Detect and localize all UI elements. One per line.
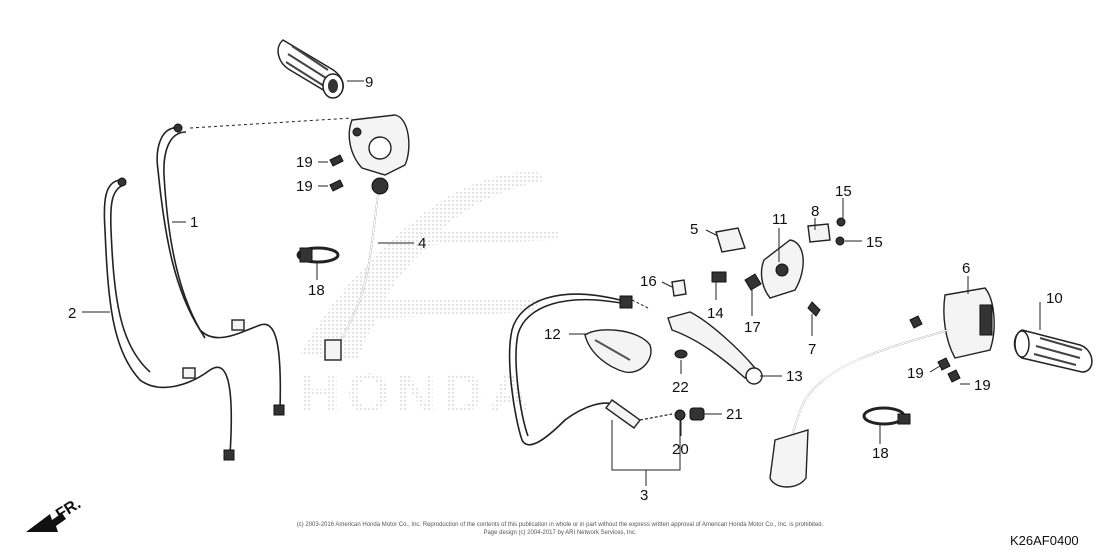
part-6-switch xyxy=(769,287,995,488)
callout-12: 12 xyxy=(544,326,561,343)
assembly-dashline xyxy=(189,117,353,129)
callout-15-b: 15 xyxy=(866,234,883,251)
throttle-cables xyxy=(103,123,285,461)
callout-20: 20 xyxy=(672,441,689,458)
bolts-19-right xyxy=(937,357,961,383)
callout-19-d: 19 xyxy=(974,377,991,394)
callout-1: 1 xyxy=(190,214,198,231)
callout-4: 4 xyxy=(418,235,426,252)
callout-2: 2 xyxy=(68,305,76,322)
callout-14: 14 xyxy=(707,305,724,322)
part-throttle-grip xyxy=(277,39,344,99)
callout-11: 11 xyxy=(772,211,788,228)
part-throttle-housing xyxy=(348,114,410,195)
copyright-line-2: Page design (c) 2004-2017 by ARI Network… xyxy=(483,530,636,536)
part-12-lever-cover xyxy=(584,329,652,374)
callout-7: 7 xyxy=(808,341,816,358)
front-direction-arrow: FR. xyxy=(26,495,84,532)
callout-13: 13 xyxy=(786,368,803,385)
callout-3: 3 xyxy=(640,487,648,504)
callout-9: 9 xyxy=(365,74,373,91)
clutch-bracket-cluster xyxy=(715,217,846,317)
callout-17: 17 xyxy=(744,319,761,336)
callout-18-left: 18 xyxy=(308,282,325,299)
callout-19-a: 19 xyxy=(296,154,313,171)
callout-22: 22 xyxy=(672,379,689,396)
copyright-line-1: (c) 2003-2016 American Honda Motor Co., … xyxy=(297,522,824,528)
part-10-left-grip xyxy=(1013,329,1093,373)
part-18-band-right xyxy=(862,406,911,426)
callout-16: 16 xyxy=(640,273,657,290)
callout-6: 6 xyxy=(962,260,970,277)
honda-wing-watermark: HONDA xyxy=(300,171,560,424)
callout-5: 5 xyxy=(690,221,698,238)
callouts: 9 1 2 4 18 19 19 5 11 8 15 15 6 10 16 14… xyxy=(68,74,1063,504)
part-4-harness xyxy=(324,194,379,361)
watermark-honda-text: HONDA xyxy=(300,361,535,424)
clutch-cable xyxy=(508,293,673,446)
callout-15-a: 15 xyxy=(835,183,852,200)
callout-21: 21 xyxy=(726,406,743,423)
callout-8: 8 xyxy=(811,203,819,220)
leader-lines xyxy=(82,80,1041,486)
callout-18-right: 18 xyxy=(872,445,889,462)
bolts-19-left xyxy=(329,154,344,192)
callout-19-b: 19 xyxy=(296,178,313,195)
callout-10: 10 xyxy=(1046,290,1063,307)
diagram-code: K26AF0400 xyxy=(1010,533,1079,548)
part-18-band-left xyxy=(296,246,340,264)
callout-19-c: 19 xyxy=(907,365,924,382)
